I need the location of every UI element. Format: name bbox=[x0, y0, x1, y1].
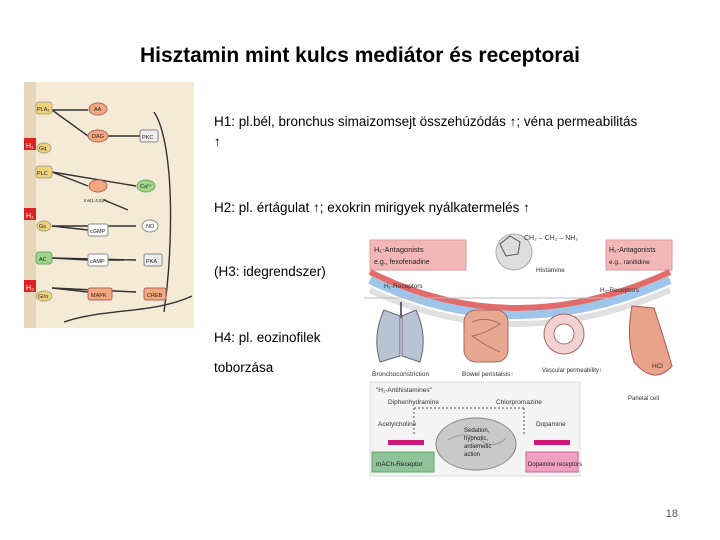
bullet-h4: H4: pl. eozinofilek bbox=[214, 330, 321, 345]
bowel-peristalsis-label: Bowel peristalsis↑ bbox=[462, 371, 514, 378]
svg-text:Gs: Gs bbox=[39, 224, 46, 230]
h2-antagonist-box: H₂-Antagonists e.g., ranitidine bbox=[605, 239, 673, 271]
svg-text:Gi/o: Gi/o bbox=[38, 294, 48, 300]
node-dag: DAG bbox=[87, 129, 109, 143]
dopamine-label: Dopamine bbox=[536, 421, 566, 428]
node-gio: Gi/o bbox=[35, 290, 53, 302]
svg-text:DAG: DAG bbox=[92, 134, 104, 140]
node-insp3: Ins(1,4,5)P₃ bbox=[84, 179, 108, 203]
antiemetic-label: antiemetic bbox=[464, 444, 491, 450]
machr-receptor-label: mACh-Receptor bbox=[376, 461, 423, 468]
node-aa: AA bbox=[88, 102, 108, 116]
node-pkc: PKC bbox=[139, 129, 159, 143]
bullet-h2: H2: pl. értágulat ↑; exokrin mirigyek ny… bbox=[214, 200, 530, 215]
svg-text:e.g., fexofenadine: e.g., fexofenadine bbox=[374, 259, 430, 266]
svg-text:AC: AC bbox=[39, 257, 47, 263]
parietal-cell-label: Parietal cell bbox=[628, 396, 659, 402]
bronchoconstriction-label: Bronchoconstriction bbox=[372, 371, 429, 378]
acetylcholine-label: Acetylcholine bbox=[378, 421, 417, 428]
node-pla2: PLA₂ bbox=[35, 101, 53, 115]
node-camp: cAMP bbox=[87, 253, 109, 267]
lungs-icon bbox=[376, 302, 424, 363]
svg-text:H₁-Antagonists: H₁-Antagonists bbox=[374, 245, 424, 254]
histamine-receptor-figure: H₁-Antagonists e.g., fexofenadine H₂-Ant… bbox=[364, 233, 673, 477]
sedation-label: Sedation, bbox=[464, 428, 490, 434]
svg-text:MAPK: MAPK bbox=[91, 293, 107, 299]
bullet-h1: H1: pl.bél, bronchus simaizomsejt összeh… bbox=[214, 114, 638, 149]
h1-antagonist-box: H₁-Antagonists e.g., fexofenadine bbox=[369, 239, 467, 271]
svg-text:cGMP: cGMP bbox=[90, 229, 106, 235]
svg-text:H₃: H₃ bbox=[26, 285, 34, 292]
node-cgmp: cGMP bbox=[87, 223, 109, 237]
svg-text:CREB: CREB bbox=[147, 293, 163, 299]
node-gs: Gs bbox=[36, 220, 52, 232]
node-pka: PKA bbox=[143, 253, 163, 267]
node-mapk: MAPK bbox=[87, 287, 113, 301]
stomach-icon bbox=[628, 305, 673, 376]
node-creb: CREB bbox=[143, 287, 167, 301]
svg-text:e.g., ranitidine: e.g., ranitidine bbox=[609, 259, 650, 266]
diphenhydramine-label: Diphenhydramine bbox=[388, 399, 439, 406]
blood-vessel-icon bbox=[543, 313, 585, 355]
node-plc: PLC bbox=[35, 165, 53, 179]
h2-receptors-label: H₂-Receptors bbox=[600, 287, 640, 294]
page-title: Hisztamin mint kulcs mediátor és recepto… bbox=[140, 44, 580, 67]
hcl-label: HCl bbox=[652, 363, 663, 370]
svg-text:PLA₂: PLA₂ bbox=[37, 107, 50, 113]
vascular-permeability-label: Vascular permeability↑ bbox=[542, 368, 602, 374]
chlorpromazine-label: Chlorpromazine bbox=[496, 399, 542, 406]
dopamine-receptors-label: Dopamine receptors bbox=[528, 462, 582, 468]
svg-text:AA: AA bbox=[94, 107, 102, 113]
svg-text:Histamine: Histamine bbox=[536, 267, 565, 274]
page-number: 18 bbox=[665, 508, 678, 520]
machr-receptor-bar bbox=[388, 440, 424, 445]
bullet-h3: (H3: idegrendszer) bbox=[214, 264, 326, 279]
svg-text:Ca²⁺: Ca²⁺ bbox=[140, 183, 152, 190]
receptor-h2: H₂ bbox=[24, 208, 36, 220]
svg-text:CH₂ – CH₂ – NH₂: CH₂ – CH₂ – NH₂ bbox=[524, 235, 578, 242]
dopamine-receptor-bar bbox=[534, 440, 570, 445]
brain-icon bbox=[435, 417, 517, 471]
hypnotic-label: hypnotic, bbox=[464, 436, 488, 442]
svg-text:NO: NO bbox=[146, 224, 155, 230]
bullet-h4-continued: toborzása bbox=[214, 360, 274, 375]
svg-text:H₂-Antagonists: H₂-Antagonists bbox=[609, 247, 656, 254]
svg-text:PLC: PLC bbox=[37, 171, 48, 177]
bowel-icon bbox=[463, 309, 509, 363]
receptor-h1: H₁ bbox=[24, 138, 36, 150]
svg-text:cAMP: cAMP bbox=[90, 259, 105, 265]
histamine-signaling-pathway-figure: H₁ H₂ H₃ PLA₂ AA DAG PKC PLC Ins(1,4,5)P… bbox=[24, 82, 194, 328]
h1-antihistamines-label: "H₁-Antihistamines" bbox=[376, 387, 433, 394]
svg-text:H₂: H₂ bbox=[26, 213, 34, 220]
node-ac: AC bbox=[35, 251, 53, 265]
svg-text:Ins(1,4,5)P₃: Ins(1,4,5)P₃ bbox=[84, 198, 108, 203]
histamine-molecule: CH₂ – CH₂ – NH₂ Histamine bbox=[495, 233, 578, 274]
receptor-h3: H₃ bbox=[24, 280, 36, 292]
node-ca: Ca²⁺ bbox=[136, 179, 156, 193]
svg-text:Gq: Gq bbox=[39, 146, 46, 152]
action-label: action bbox=[464, 452, 480, 458]
svg-text:PKA: PKA bbox=[146, 259, 157, 265]
svg-text:PKC: PKC bbox=[142, 135, 153, 141]
svg-text:H₁: H₁ bbox=[26, 143, 34, 150]
node-no: NO bbox=[141, 219, 159, 233]
h1-receptors-label: H₁-Receptors bbox=[384, 283, 423, 290]
node-gq: Gq bbox=[36, 142, 52, 154]
